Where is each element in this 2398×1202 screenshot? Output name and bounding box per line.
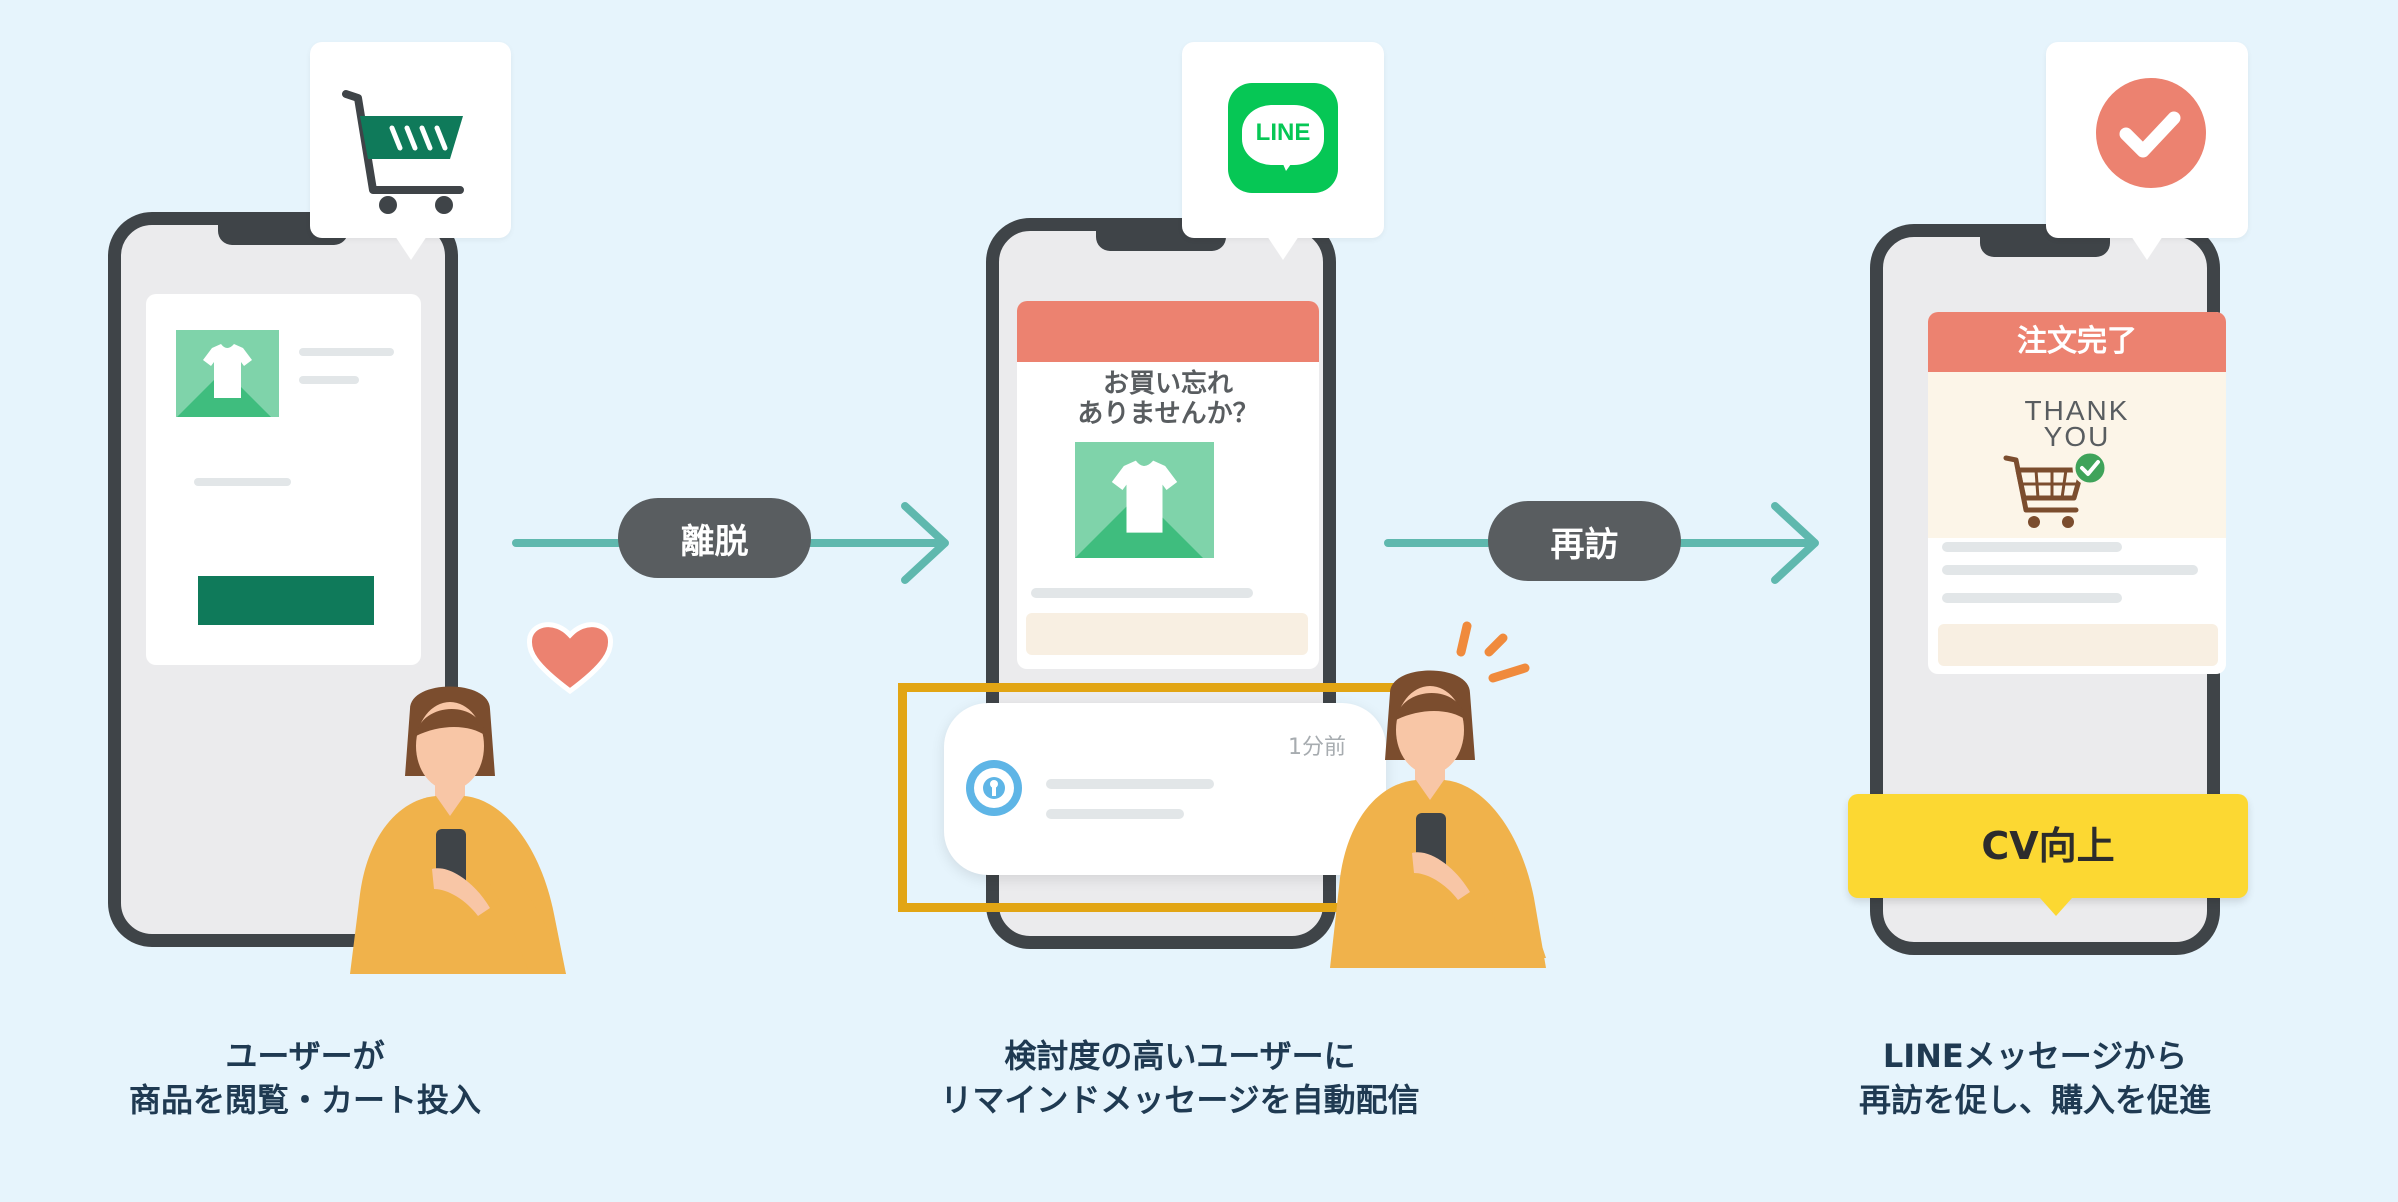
arrow-head-icon [901, 502, 949, 584]
line-icon-bubble: LINE [1182, 42, 1384, 260]
order-complete-card: 注文完了 THANK YOU [1928, 312, 2226, 674]
step1-caption: ユーザーが 商品を閲覧・カート投入 [90, 1034, 520, 1122]
thank-you-panel: THANK YOU [1928, 372, 2226, 538]
shopping-cart-icon [342, 90, 464, 214]
cart-check-icon [2003, 452, 2108, 528]
alert-lines-icon [1456, 621, 1530, 683]
tshirt-thumbnail [1075, 442, 1214, 558]
tshirt-icon [203, 344, 252, 398]
reminder-line1: お買い忘れ [1102, 369, 1233, 399]
step2-caption: 検討度の高いユーザーに リマインドメッセージを自動配信 [900, 1034, 1460, 1122]
step1-caption-line2: 商品を閲覧・カート投入 [128, 1081, 481, 1119]
text-line [1046, 779, 1214, 789]
cta-placeholder [1938, 624, 2218, 666]
check-circle-icon [2096, 78, 2206, 188]
message-card: お買い忘れ ありませんか？ [1017, 301, 1319, 669]
reminder-text: お買い忘れ ありませんか？ [1017, 369, 1319, 429]
cv-up-label: CV向上 [1981, 824, 2115, 868]
step3-caption-line2: 再訪を促し、購入を促進 [1858, 1081, 2211, 1119]
step1-caption-line1: ユーザーが [225, 1037, 385, 1075]
line-app-icon: LINE [1228, 83, 1338, 193]
arrow-head-icon [1771, 502, 1819, 584]
step3-caption-line1: LINEメッセージから [1882, 1037, 2188, 1075]
tshirt-icon [1111, 460, 1178, 533]
exit-label: 離脱 [618, 498, 811, 578]
check-icon-bubble [2046, 42, 2248, 260]
line-logo-text: LINE [1255, 119, 1311, 146]
text-line [299, 348, 394, 356]
text-line [1942, 593, 2122, 603]
step3-caption: LINEメッセージから 再訪を促し、購入を促進 [1810, 1034, 2260, 1122]
thank-you-text: THANK YOU [1928, 395, 2226, 452]
notification-app-icon [966, 760, 1022, 816]
phone-notch [1980, 235, 2110, 257]
tshirt-thumbnail [176, 330, 279, 417]
cta-placeholder [1026, 613, 1308, 655]
thank-you-line1: THANK [2024, 395, 2130, 426]
reminder-line2: ありませんか？ [1077, 399, 1259, 429]
step2-caption-line1: 検討度の高いユーザーに [1004, 1037, 1356, 1075]
revisit-label: 再訪 [1488, 501, 1681, 581]
order-complete-header: 注文完了 [1928, 312, 2226, 372]
phone-step2: お買い忘れ ありませんか？ [986, 218, 1336, 949]
text-line [1942, 542, 2122, 552]
person-with-phone-1 [350, 686, 566, 974]
message-header [1017, 301, 1319, 362]
notification-time: 1分前 [1288, 735, 1346, 760]
product-card [146, 294, 421, 665]
cv-up-badge: CV向上 [1848, 794, 2248, 916]
add-to-cart-button[interactable] [198, 576, 374, 625]
cart-icon-bubble [310, 42, 511, 260]
text-line [1046, 809, 1184, 819]
step2-caption-line2: リマインドメッセージを自動配信 [940, 1081, 1420, 1119]
text-line [1942, 565, 2198, 575]
text-line [299, 376, 359, 384]
text-line [1031, 588, 1253, 598]
person-with-phone-2 [1330, 670, 1546, 968]
phone-step1 [108, 212, 458, 947]
text-line [194, 478, 291, 486]
thank-you-line2: YOU [2043, 421, 2111, 452]
heart-icon [526, 622, 614, 695]
push-notification[interactable]: 1分前 [944, 703, 1386, 875]
